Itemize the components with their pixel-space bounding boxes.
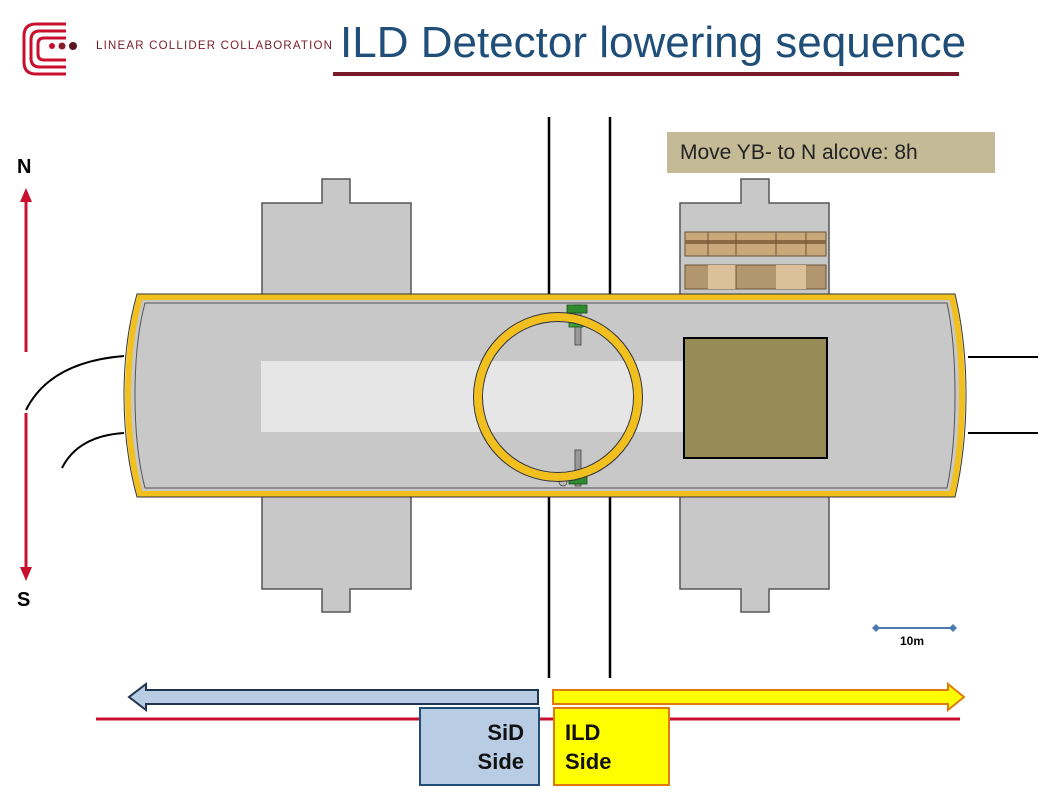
- sid-side-label: SiD Side: [419, 707, 540, 786]
- sid-direction-arrow-icon: [127, 681, 539, 713]
- alcove-nw: [261, 178, 412, 298]
- scale-bar: [872, 624, 957, 632]
- main-cavern-inner-edge: [134, 302, 956, 489]
- north-arrow-icon: [20, 188, 32, 352]
- sid-side-line1: SiD: [487, 720, 524, 745]
- ild-side-label: ILD Side: [553, 707, 670, 786]
- lcc-logo-icon: [22, 22, 77, 76]
- yoke-blocks: [684, 231, 827, 290]
- detector-block: [683, 337, 828, 459]
- sid-side-line2: Side: [477, 749, 524, 774]
- south-label: S: [17, 589, 31, 611]
- title-underline: [333, 72, 959, 76]
- tunnel-lines: [25, 355, 1038, 469]
- central-shaft-ring: [474, 313, 642, 481]
- alcove-sw: [261, 493, 412, 613]
- page-title: ILD Detector lowering sequence: [340, 18, 967, 67]
- step-label: Move YB- to N alcove: 8h: [667, 132, 995, 173]
- logo-text: LINEAR COLLIDER COLLABORATION: [96, 40, 334, 52]
- alcove-se: [679, 493, 830, 613]
- shaft-lines: [547, 117, 612, 678]
- ild-side-line2: Side: [565, 749, 612, 774]
- ild-side-line1: ILD: [565, 720, 601, 745]
- scale-label: 10m: [900, 634, 925, 648]
- north-label: N: [17, 156, 32, 178]
- south-arrow-icon: [20, 413, 32, 581]
- ild-direction-arrow-icon: [552, 681, 966, 713]
